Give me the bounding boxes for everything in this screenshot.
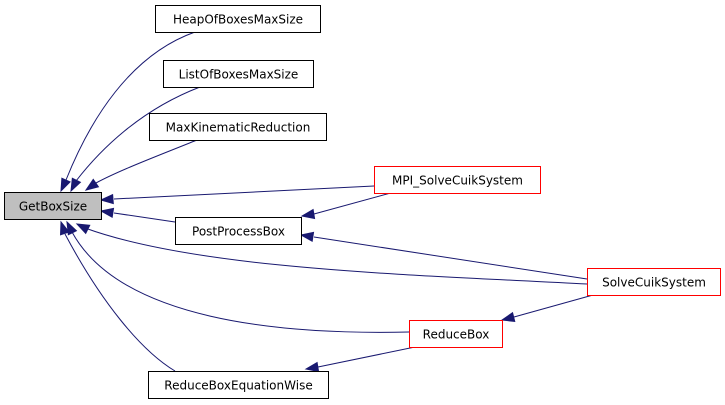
edge-solvecuiksystem-to-reducebox [500,294,594,323]
arrowhead-icon [84,178,100,191]
edge-line [75,86,201,182]
node-label: SolveCuikSystem [602,276,706,290]
edge-line [313,190,399,215]
node-postprocessbox[interactable]: PostProcessBox [175,217,302,245]
node-heapofboxesmaxsize[interactable]: HeapOfBoxesMaxSize [155,5,321,33]
arrowhead-icon [66,220,78,236]
edge-listofboxesmaxsize-to-getboxsize [70,86,201,193]
node-box[interactable] [587,268,721,296]
edges-layer [59,31,594,373]
node-box[interactable] [149,113,327,141]
arrowhead-icon [59,220,70,236]
node-reduceboxequationwise[interactable]: ReduceBoxEquationWise [148,371,329,399]
node-box[interactable] [374,166,541,194]
node-label: MaxKinematicReduction [166,121,311,135]
node-label: PostProcessBox [192,225,285,239]
arrowhead-icon [75,223,91,235]
node-label: ListOfBoxesMaxSize [179,68,299,82]
node-box[interactable] [409,320,503,348]
arrowhead-icon [70,177,82,193]
edge-line [65,31,196,181]
edge-solvecuiksystem-to-postprocessbox [299,231,588,280]
arrowhead-icon [300,208,316,220]
node-box[interactable] [175,217,302,245]
arrowhead-icon [304,361,320,373]
edge-line [113,212,176,223]
node-maxkinematicreduction[interactable]: MaxKinematicReduction [149,113,327,141]
node-reducebox[interactable]: ReduceBox [409,320,503,348]
node-box[interactable] [148,371,329,399]
edge-line [84,227,588,285]
edge-postprocessbox-to-getboxsize [99,207,176,223]
node-label: ReduceBoxEquationWise [164,379,312,393]
edge-line [313,236,588,280]
edge-solvecuiksystem-to-getboxsize [75,223,588,285]
edge-mpi-solvecuiksystem-to-getboxsize [99,185,375,205]
edge-mpi-solvecuiksystem-to-postprocessbox [300,190,399,220]
edge-line [317,346,416,368]
edge-reducebox-to-reduceboxequationwise [304,346,416,373]
node-label: HeapOfBoxesMaxSize [173,13,303,27]
node-label: ReduceBox [423,328,490,342]
node-box[interactable] [4,192,102,220]
edge-line [95,139,198,184]
edge-line [113,185,375,200]
edge-line [71,231,410,333]
nodes-layer: GetBoxSize HeapOfBoxesMaxSizeListOfBoxesM… [4,5,721,399]
node-label: MPI_SolveCuikSystem [392,174,523,188]
node-box[interactable] [155,5,321,33]
arrowhead-icon [60,177,71,193]
node-mpi-solvecuiksystem[interactable]: MPI_SolveCuikSystem [374,166,541,194]
edge-maxkinematicreduction-to-getboxsize [84,139,198,191]
arrowhead-icon [299,231,315,243]
node-box[interactable] [163,60,314,88]
edge-heapofboxesmaxsize-to-getboxsize [60,31,196,193]
node-solvecuiksystem[interactable]: SolveCuikSystem [587,268,721,296]
node-getboxsize[interactable]: GetBoxSize [4,192,102,220]
edge-line [513,294,594,318]
arrowhead-icon [99,207,115,219]
node-listofboxesmaxsize[interactable]: ListOfBoxesMaxSize [163,60,314,88]
node-label: GetBoxSize [19,200,87,214]
arrowhead-icon [500,311,516,323]
edge-reduceboxequationwise-to-getboxsize [59,220,176,372]
edge-line [64,233,176,372]
arrowhead-icon [99,193,114,205]
